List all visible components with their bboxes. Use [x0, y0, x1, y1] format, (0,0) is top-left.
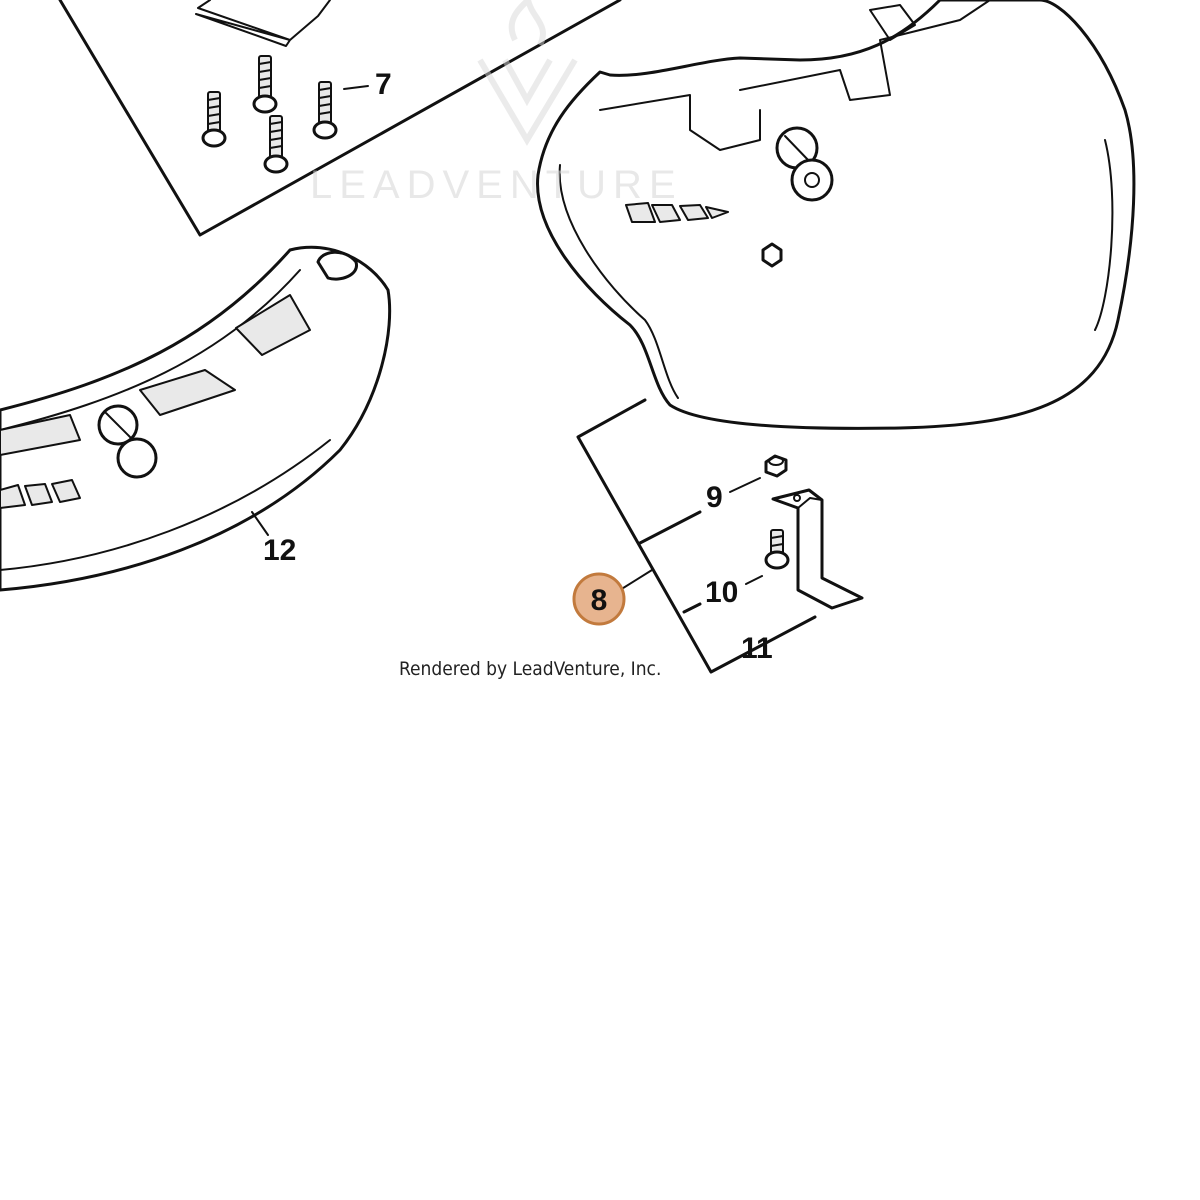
- leader-line-8: [619, 569, 653, 591]
- nut-part: [764, 454, 788, 478]
- top-plate-assembly: [58, 0, 622, 237]
- callout-8-highlight[interactable]: 8: [572, 572, 626, 626]
- watermark-text: LEADVENTURE: [310, 163, 683, 207]
- bracket-part: [771, 488, 864, 610]
- leader-line-9: [729, 477, 761, 493]
- bracket-kit-leaders: [576, 398, 817, 674]
- leader-line-12: [251, 511, 269, 536]
- bolt: [201, 91, 227, 148]
- leader-line-7: [343, 85, 369, 90]
- bolts-group: [201, 55, 369, 174]
- callout-10[interactable]: 10: [705, 576, 738, 609]
- callout-11[interactable]: 11: [741, 632, 773, 665]
- credit-text: Rendered by LeadVenture, Inc.: [399, 658, 661, 680]
- hazard-symbol-icon: [790, 158, 834, 202]
- bolt: [263, 115, 289, 174]
- callout-8[interactable]: 8: [591, 584, 608, 617]
- left-guard: [0, 245, 392, 592]
- arrow-decal-icon: [625, 202, 729, 223]
- callout-7[interactable]: 7: [375, 68, 392, 101]
- hazard-symbol-icon: [116, 437, 158, 479]
- callout-9[interactable]: 9: [706, 481, 723, 514]
- watermark-logo: [477, 0, 578, 146]
- leader-line-10: [745, 575, 763, 585]
- arrow-decal-icon: [0, 479, 81, 509]
- bolt-part: [764, 529, 790, 570]
- callout-12[interactable]: 12: [263, 534, 296, 567]
- bolt: [252, 55, 278, 114]
- bolt: [312, 81, 338, 140]
- right-cover: [536, 0, 1136, 430]
